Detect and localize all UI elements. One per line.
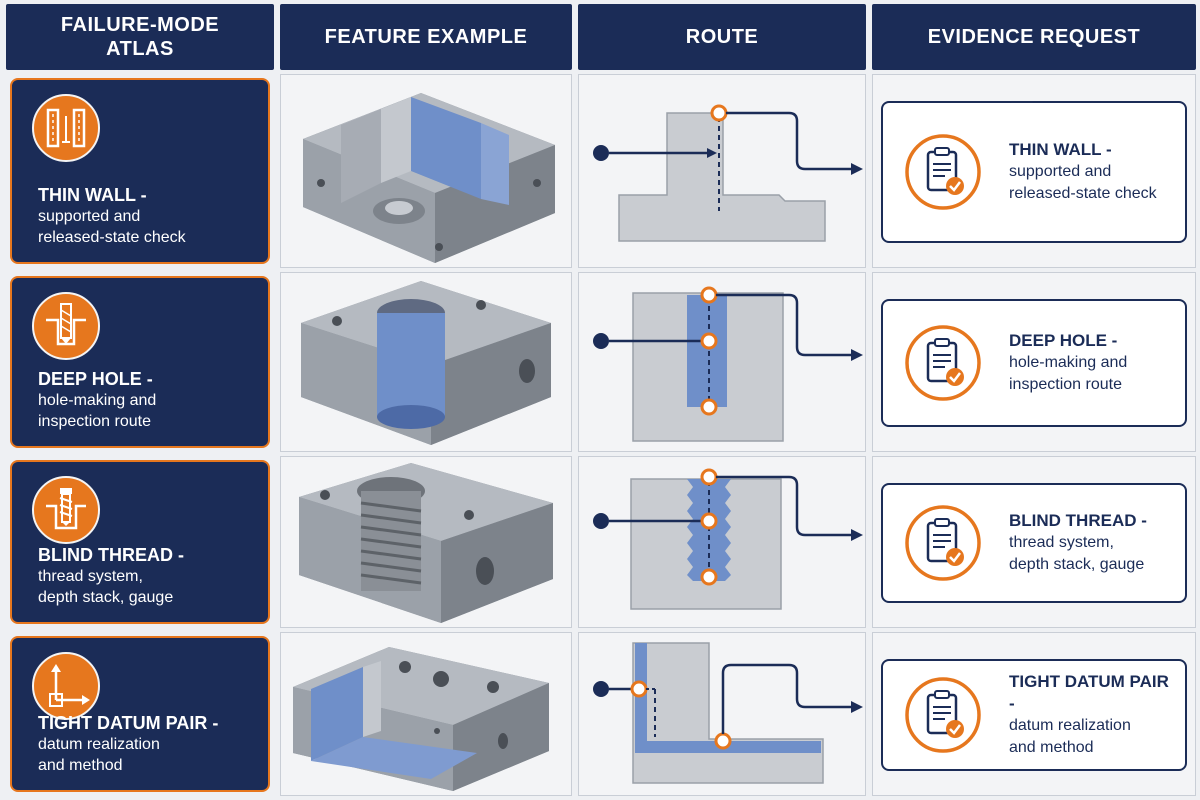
tight-datum-part-illustration [293,647,549,791]
route-blind-thread [578,456,866,628]
header-failure-mode-atlas: FAILURE-MODE ATLAS [6,4,274,70]
evidence-cell-tight-datum-pair: TIGHT DATUM PAIR - datum realization and… [872,632,1196,796]
failure-description: datum realization and method [38,736,160,774]
blind-thread-part-illustration [299,463,553,623]
clipboard-check-icon [903,675,983,755]
feature-example-tight-datum-pair [280,632,572,796]
header-feature-example: FEATURE EXAMPLE [280,4,572,70]
thin-wall-part-illustration [303,93,555,263]
evidence-card[interactable]: TIGHT DATUM PAIR - datum realization and… [881,659,1187,771]
failure-card: TIGHT DATUM PAIR - datum realization and… [10,636,270,792]
failure-title: DEEP HOLE - [38,369,153,389]
failure-title: BLIND THREAD - [38,545,184,565]
evidence-card[interactable]: BLIND THREAD - thread system, depth stac… [881,483,1187,603]
evidence-title: DEEP HOLE - [1009,331,1118,350]
feature-example-blind-thread [280,456,572,628]
evidence-cell-blind-thread: BLIND THREAD - thread system, depth stac… [872,456,1196,628]
failure-cell-thin-wall: THIN WALL - supported and released-state… [6,74,274,268]
evidence-title: BLIND THREAD - [1009,511,1147,530]
feature-example-thin-wall [280,74,572,268]
evidence-title: THIN WALL - [1009,140,1112,159]
evidence-description: thread system, depth stack, gauge [1009,534,1145,573]
deep-hole-icon [32,292,100,360]
blind-thread-icon [32,476,100,544]
failure-cell-blind-thread: BLIND THREAD - thread system, depth stac… [6,456,274,628]
tight-datum-route-diagram [593,642,863,784]
failure-description: thread system, depth stack, gauge [38,568,174,606]
clipboard-check-icon [903,323,983,403]
evidence-description: supported and released-state check [1009,163,1157,202]
evidence-cell-thin-wall: THIN WALL - supported and released-state… [872,74,1196,268]
evidence-description: hole-making and inspection route [1009,354,1128,393]
failure-description: supported and released-state check [38,208,186,246]
route-deep-hole [578,272,866,452]
failure-card: BLIND THREAD - thread system, depth stac… [10,460,270,624]
failure-cell-deep-hole: DEEP HOLE - hole-making and inspection r… [6,272,274,452]
evidence-title: TIGHT DATUM PAIR - [1009,672,1169,713]
failure-card: DEEP HOLE - hole-making and inspection r… [10,276,270,448]
route-thin-wall [578,74,866,268]
deep-hole-part-illustration [301,281,551,445]
route-tight-datum-pair [578,632,866,796]
clipboard-check-icon [903,503,983,583]
evidence-cell-deep-hole: DEEP HOLE - hole-making and inspection r… [872,272,1196,452]
evidence-description: datum realization and method [1009,717,1131,756]
evidence-card[interactable]: THIN WALL - supported and released-state… [881,101,1187,243]
datum-axes-icon [32,652,100,720]
header-label: EVIDENCE REQUEST [927,26,1141,48]
header-label: ROUTE [685,26,759,48]
failure-title: THIN WALL - [38,185,147,205]
thin-wall-route-diagram [593,104,863,242]
header-label: FAILURE-MODE ATLAS [60,14,220,60]
failure-description: hole-making and inspection route [38,392,157,430]
feature-example-deep-hole [280,272,572,452]
deep-hole-route-diagram [593,286,863,442]
failure-title: TIGHT DATUM PAIR - [38,713,219,733]
header-evidence-request: EVIDENCE REQUEST [872,4,1196,70]
failure-card: THIN WALL - supported and released-state… [10,78,270,264]
evidence-card[interactable]: DEEP HOLE - hole-making and inspection r… [881,299,1187,427]
header-label: FEATURE EXAMPLE [324,26,528,48]
failure-cell-tight-datum-pair: TIGHT DATUM PAIR - datum realization and… [6,632,274,796]
clipboard-check-icon [903,132,983,212]
thin-wall-icon [32,94,100,162]
blind-thread-route-diagram [593,468,863,610]
header-route: ROUTE [578,4,866,70]
